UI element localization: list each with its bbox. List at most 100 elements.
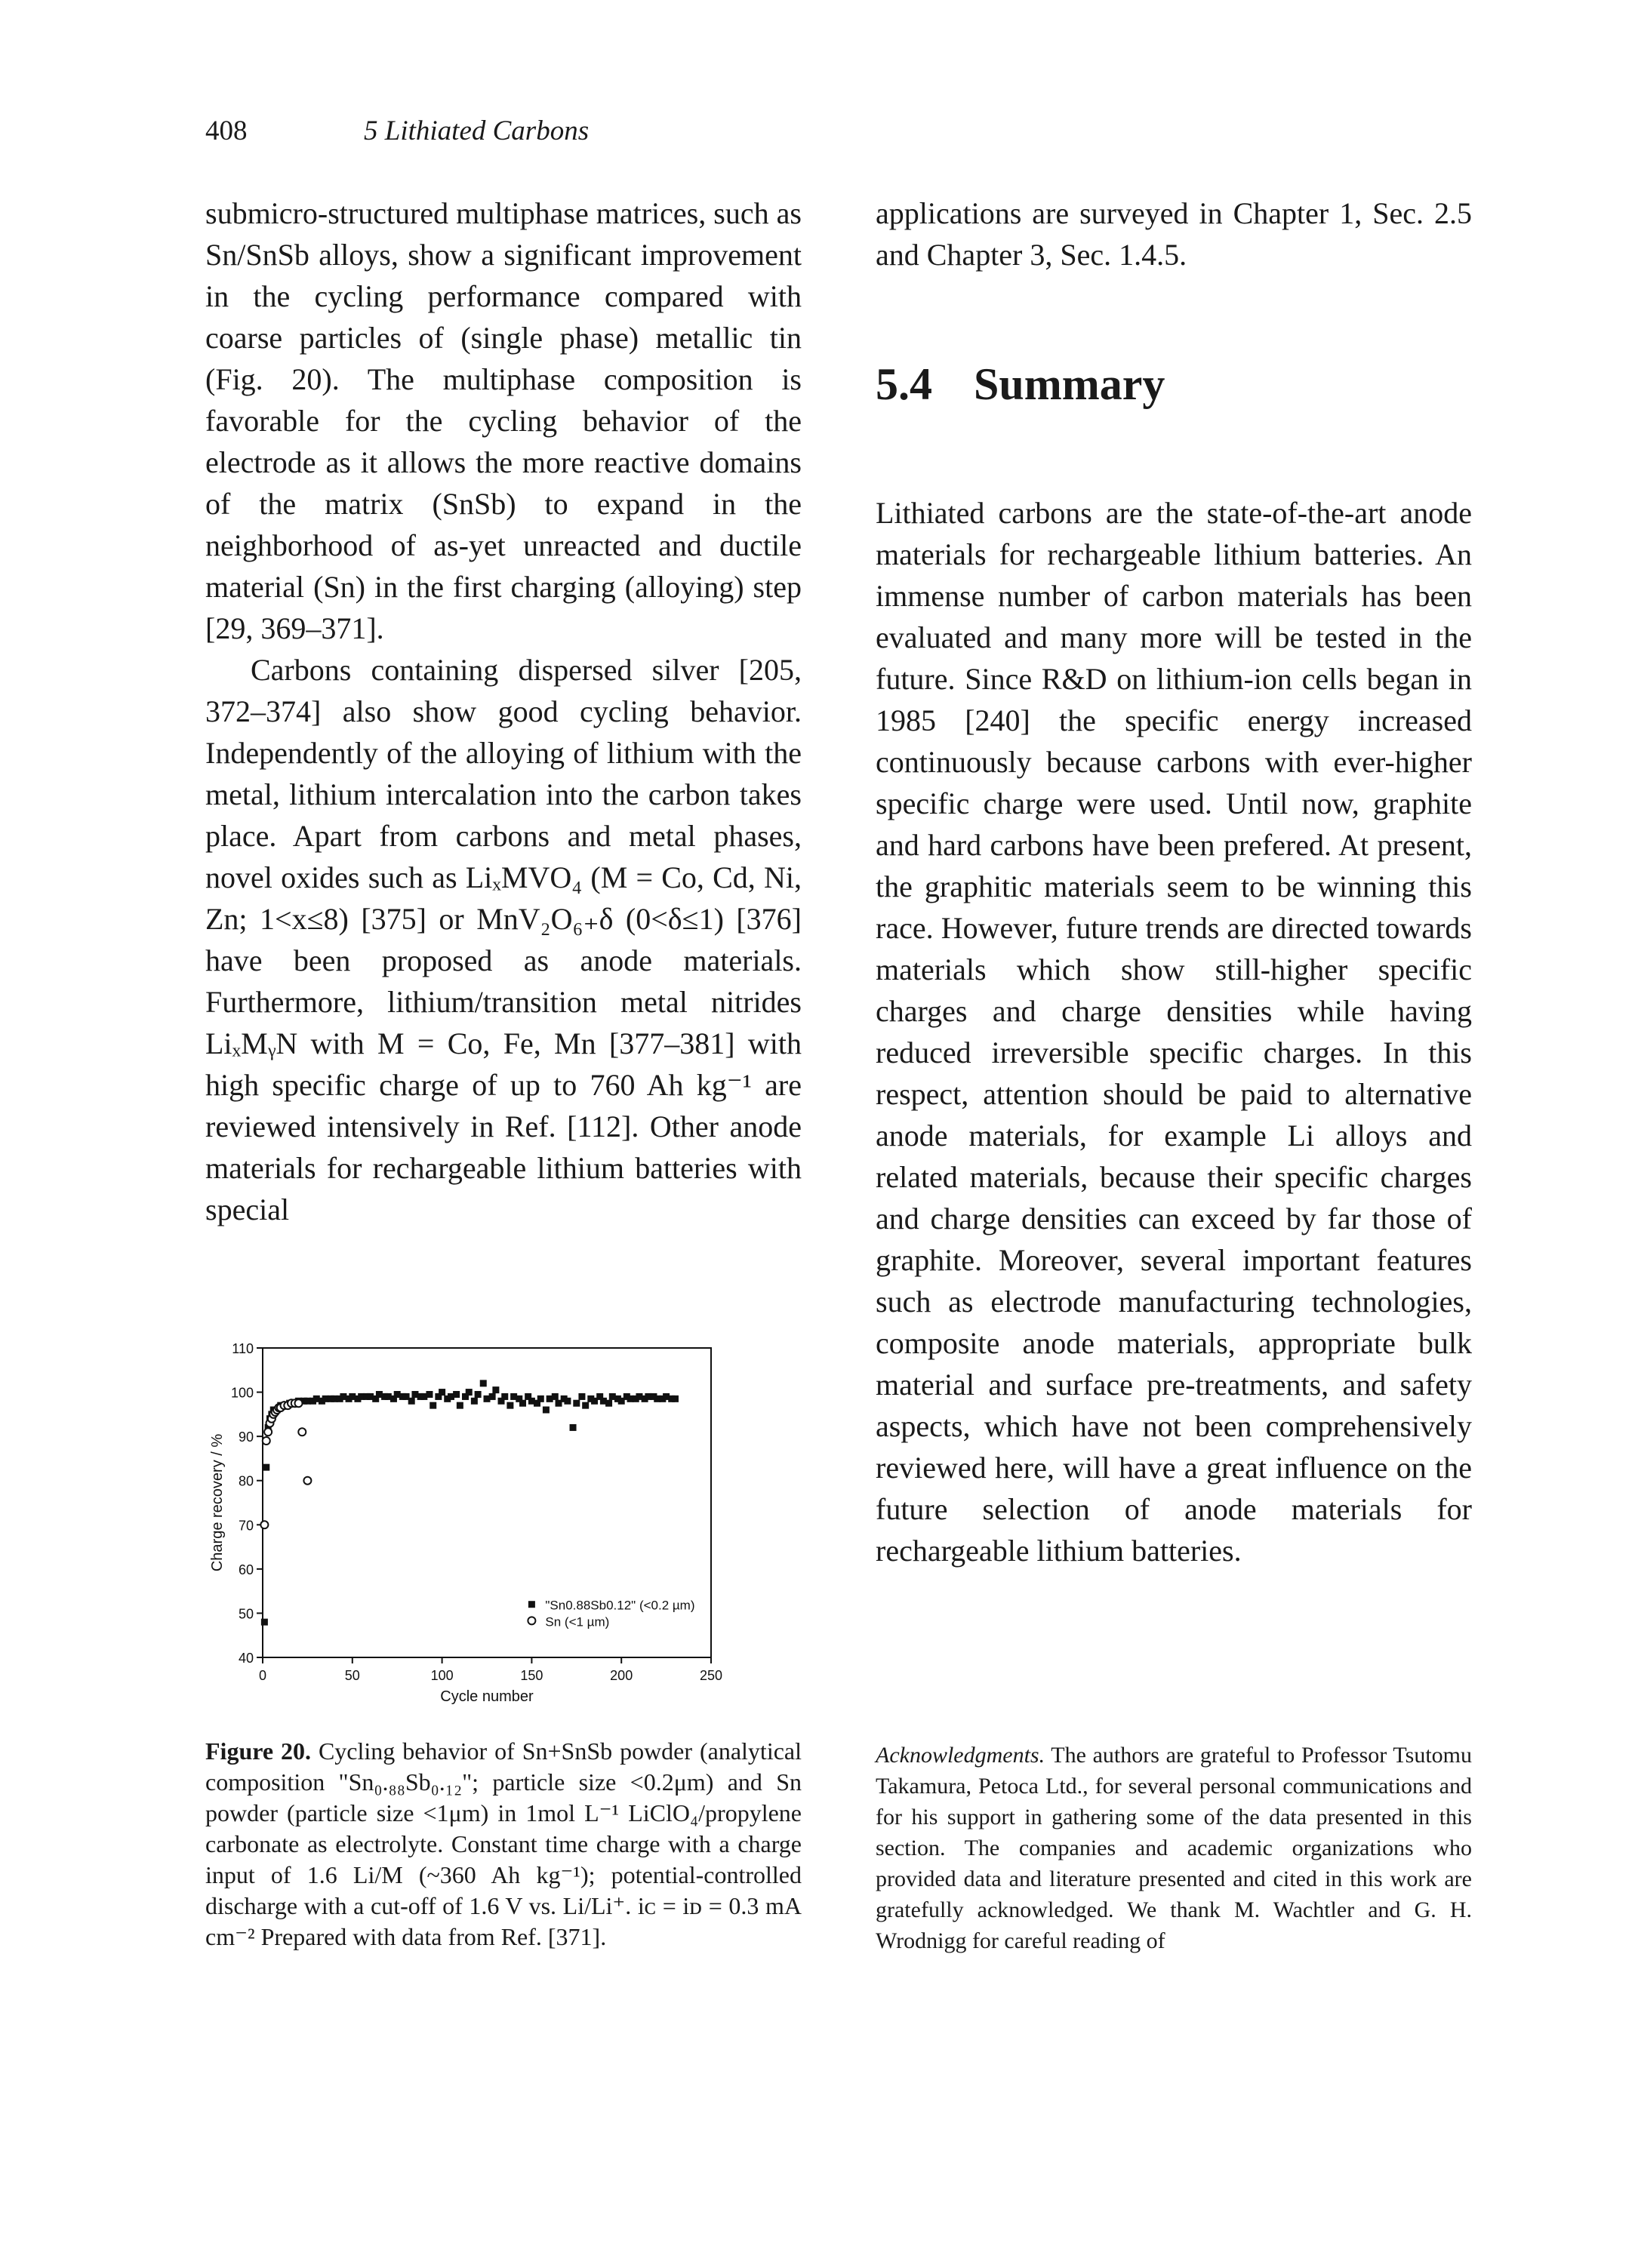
data-point-snsb [608, 1392, 616, 1400]
y-tick-label: 80 [239, 1474, 254, 1489]
data-point-snsb [372, 1395, 380, 1402]
data-point-snsb [569, 1423, 577, 1431]
data-point-snsb [474, 1391, 482, 1398]
data-point-snsb [605, 1399, 613, 1407]
text-fragment: with M = Co, Fe, Mn [377–381] with high … [205, 1026, 802, 1226]
page-number: 408 [205, 115, 248, 146]
data-point-snsb [668, 1395, 676, 1402]
text-fragment: (0<δ≤1) [376] have been proposed as anod… [205, 902, 802, 1019]
data-point-snsb [645, 1392, 652, 1400]
data-point-snsb [483, 1395, 491, 1402]
data-point-snsb [617, 1397, 625, 1405]
data-point-snsb [340, 1392, 347, 1400]
data-point-snsb [599, 1397, 607, 1405]
data-point-sn [263, 1427, 273, 1437]
legend-marker-snsb [528, 1601, 535, 1608]
data-point-snsb [465, 1389, 473, 1396]
data-point-sn [297, 1427, 307, 1437]
data-point-snsb [582, 1402, 590, 1409]
data-point-snsb [363, 1392, 371, 1400]
data-point-sn [261, 1436, 271, 1445]
data-point-snsb [426, 1391, 433, 1398]
legend-label-sn: Sn (<1 µm) [545, 1614, 609, 1629]
legend-label-snsb: "Sn0.88Sb0.12" (<0.2 µm) [545, 1599, 694, 1613]
data-point-snsb [435, 1392, 442, 1400]
data-point-snsb [542, 1406, 550, 1414]
data-point-snsb [313, 1395, 320, 1402]
data-point-snsb [551, 1392, 559, 1400]
y-tick-label: 70 [239, 1518, 254, 1533]
data-point-snsb [537, 1395, 544, 1402]
data-point-snsb [497, 1397, 505, 1405]
acknowledgments: Acknowledgments. The authors are gratefu… [876, 1740, 1472, 1956]
caption-text: Cycling behavior of Sn+SnSb powder (anal… [205, 1737, 802, 1950]
text-fragment: Carbons containing dispersed silver [205… [205, 653, 802, 894]
paragraph-applications: applications are surveyed in Chapter 1, … [876, 196, 1472, 272]
y-tick-label: 110 [232, 1341, 254, 1356]
y-axis-label: Charge recovery / % [209, 1434, 226, 1572]
data-point-snsb [614, 1395, 621, 1402]
data-point-snsb [591, 1397, 599, 1405]
section-title: Summary [974, 359, 1165, 409]
data-point-snsb [461, 1392, 469, 1400]
data-point-snsb [309, 1397, 317, 1405]
data-point-snsb [367, 1392, 374, 1400]
data-point-snsb [318, 1397, 325, 1405]
data-point-snsb [402, 1392, 410, 1400]
data-point-snsb [358, 1392, 365, 1400]
figure-caption: Figure 20. Cycling behavior of Sn+SnSb p… [205, 1736, 802, 1953]
data-point-snsb [345, 1395, 353, 1402]
running-title: 5 Lithiated Carbons [364, 115, 590, 146]
data-point-snsb [327, 1395, 334, 1402]
data-point-snsb [389, 1395, 397, 1402]
data-point-snsb [528, 1397, 535, 1405]
data-point-snsb [381, 1392, 389, 1400]
left-column: submicro-structured multiphase matrices,… [205, 192, 802, 1230]
data-point-snsb [596, 1392, 604, 1400]
x-tick-label: 100 [431, 1668, 454, 1683]
data-point-snsb [331, 1395, 338, 1402]
data-point-snsb [510, 1392, 518, 1400]
summary-paragraph: Lithiated carbons are the state-of-the-a… [876, 496, 1472, 1568]
data-point-snsb [641, 1395, 648, 1402]
data-point-snsb [564, 1397, 571, 1405]
data-point-snsb [488, 1392, 496, 1400]
caption-label: Figure 20. [205, 1737, 311, 1765]
data-point-snsb [456, 1402, 463, 1409]
data-point-snsb [420, 1392, 428, 1400]
data-point-snsb [322, 1395, 329, 1402]
x-tick-label: 0 [259, 1668, 266, 1683]
y-tick-label: 100 [231, 1386, 254, 1401]
ack-text: The authors are grateful to Professor Ts… [876, 1743, 1472, 1953]
data-point-snsb [417, 1392, 424, 1400]
legend-marker-sn [527, 1616, 537, 1626]
data-point-snsb [519, 1399, 527, 1407]
formula-mnv2o6: MnV₂O₆₊δ [476, 902, 614, 936]
data-point-snsb [525, 1392, 532, 1400]
right-column-top: applications are surveyed in Chapter 1, … [876, 192, 1472, 275]
y-tick-label: 50 [239, 1606, 254, 1621]
data-point-snsb [546, 1395, 553, 1402]
data-point-snsb [430, 1402, 437, 1409]
data-point-snsb [303, 1397, 311, 1405]
data-point-sn [303, 1476, 313, 1485]
data-point-snsb [260, 1618, 268, 1626]
ack-label: Acknowledgments. [876, 1743, 1045, 1768]
data-point-snsb [636, 1392, 643, 1400]
formula-limyn: LiₓMᵧN [205, 1026, 298, 1060]
data-point-snsb [654, 1395, 661, 1402]
data-point-snsb [587, 1395, 595, 1402]
data-point-snsb [300, 1397, 308, 1405]
data-point-snsb [393, 1391, 401, 1398]
data-point-snsb [439, 1389, 446, 1396]
formula-limvo4: LiₓMVO₄ [465, 860, 583, 894]
data-point-snsb [534, 1399, 541, 1407]
data-point-snsb [578, 1392, 586, 1400]
data-point-snsb [506, 1402, 514, 1409]
data-point-snsb [627, 1395, 634, 1402]
data-point-snsb [516, 1395, 523, 1402]
data-point-snsb [354, 1395, 362, 1402]
y-tick-label: 60 [239, 1562, 254, 1577]
